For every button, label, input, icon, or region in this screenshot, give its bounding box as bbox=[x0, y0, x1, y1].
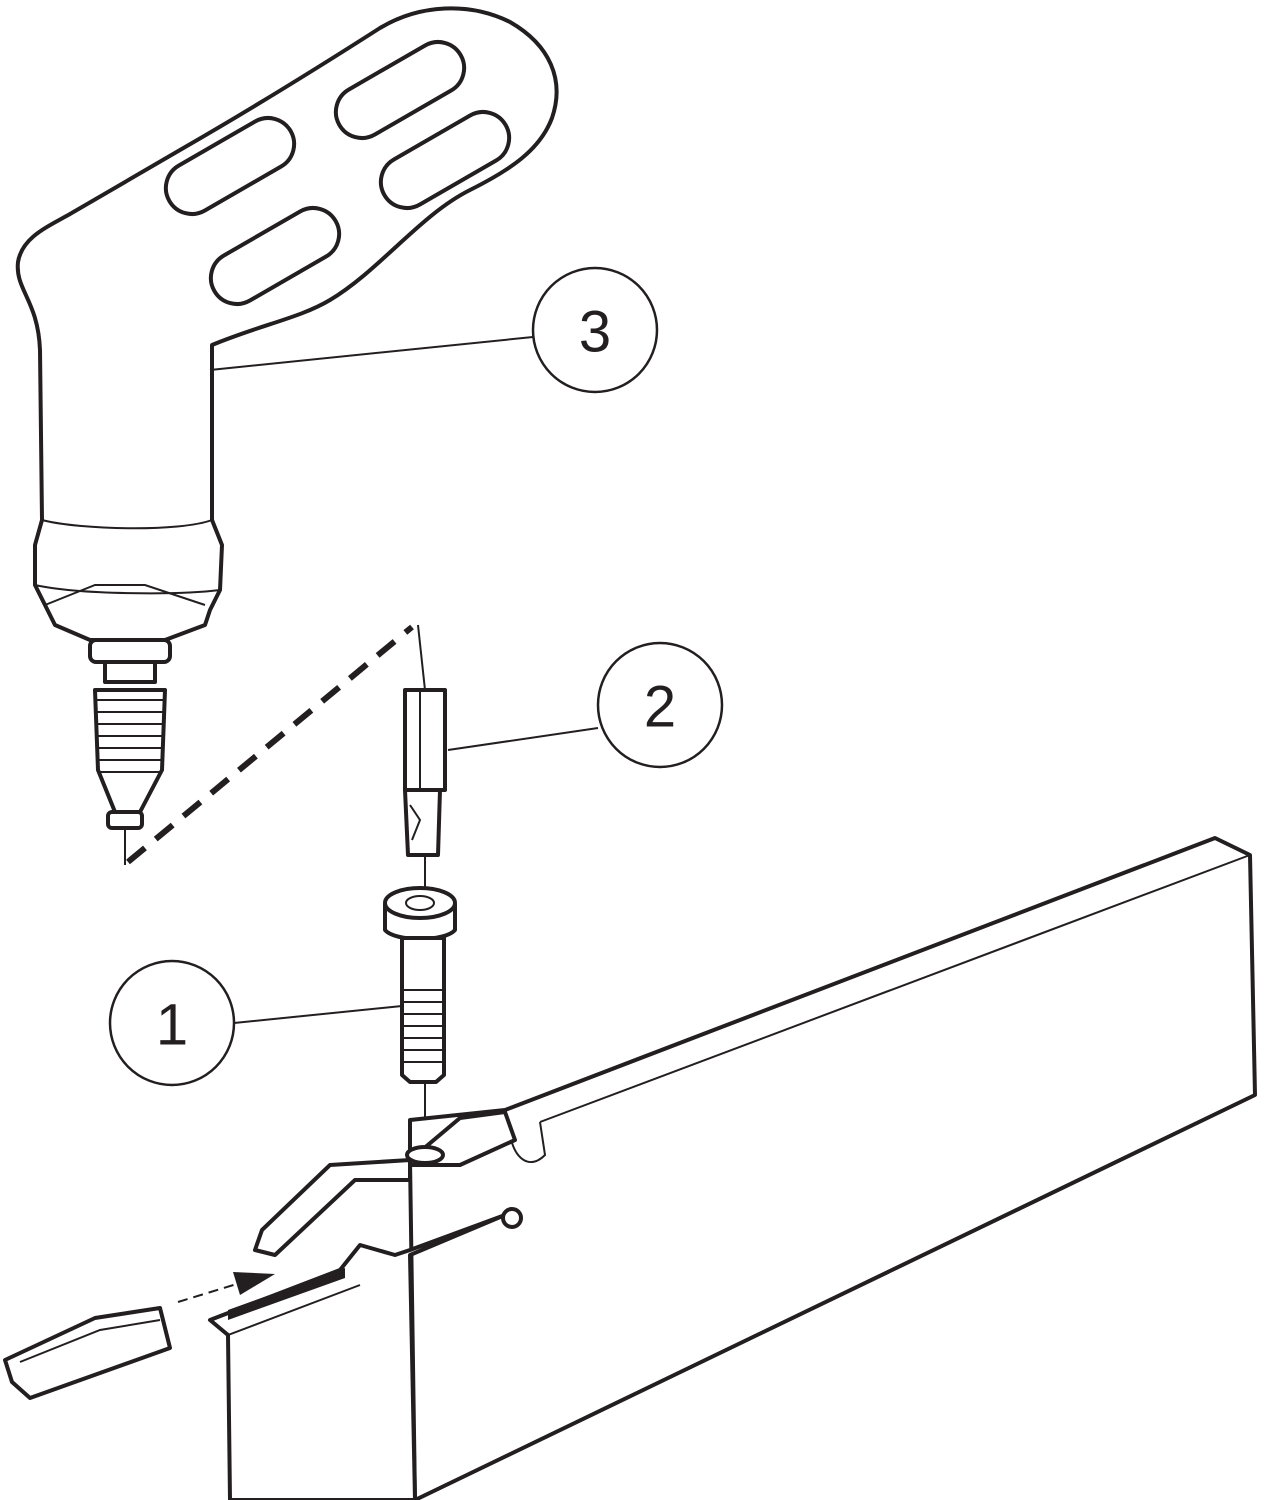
cutting-insert bbox=[3, 1306, 172, 1400]
callout-2: 2 bbox=[596, 641, 724, 769]
bit-holder bbox=[88, 638, 172, 830]
screw bbox=[383, 886, 457, 1084]
callout-label-3: 3 bbox=[579, 300, 611, 365]
insert-direction-arrow bbox=[177, 1272, 275, 1303]
callout-label-1: 1 bbox=[156, 993, 188, 1058]
grip-slots bbox=[163, 40, 512, 306]
torx-bit bbox=[403, 688, 447, 857]
callout-3: 3 bbox=[531, 266, 659, 394]
dashed-guide-line bbox=[126, 624, 414, 865]
leader-line-2 bbox=[447, 727, 599, 751]
t-handle-wrench bbox=[15, 6, 559, 865]
leader-line-1 bbox=[233, 1005, 403, 1024]
callout-1: 1 bbox=[108, 959, 236, 1087]
leader-line-3 bbox=[209, 336, 534, 371]
tool-holder-body bbox=[208, 836, 1257, 1500]
callout-label-2: 2 bbox=[644, 675, 676, 740]
